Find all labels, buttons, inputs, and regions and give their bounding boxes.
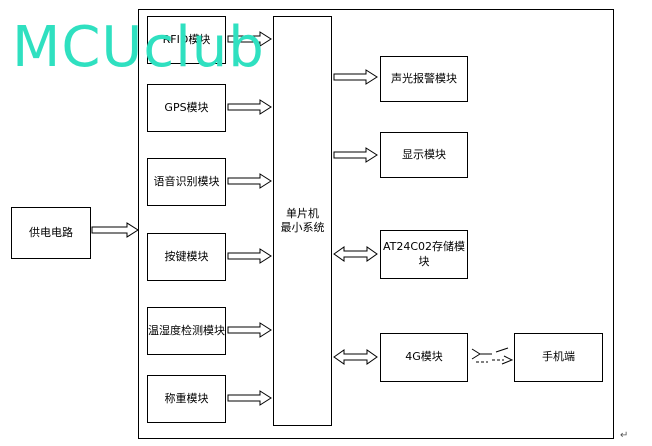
temp-humidity-module-box: 温湿度检测模块 (147, 307, 226, 355)
key-module-label: 按键模块 (164, 249, 209, 263)
weighing-module-label: 称重模块 (164, 391, 209, 405)
arrow-mcu-storage-bidirectional (333, 246, 378, 262)
voice-recognition-module-label: 语音识别模块 (153, 174, 220, 188)
key-module-box: 按键模块 (147, 233, 226, 281)
arrow-voice-to-mcu (227, 173, 272, 189)
arrow-mcu-4g-bidirectional (333, 349, 378, 365)
display-module-box: 显示模块 (380, 132, 468, 178)
power-supply-box: 供电电路 (11, 207, 91, 259)
rfid-module-box: RFID模块 (147, 16, 226, 64)
storage-module-box: AT24C02存储模块 (380, 230, 468, 279)
arrow-weigh-to-mcu (227, 390, 272, 406)
wireless-link-lower (501, 355, 514, 365)
alarm-module-box: 声光报警模块 (380, 56, 468, 102)
system-frame (138, 9, 614, 439)
rfid-module-label: RFID模块 (162, 32, 211, 46)
arrow-gps-to-mcu (227, 99, 272, 115)
arrow-power-to-system (91, 222, 139, 238)
phone-label: 手机端 (542, 350, 575, 364)
alarm-module-label: 声光报警模块 (391, 71, 457, 85)
arrow-key-to-mcu (227, 248, 272, 264)
display-module-label: 显示模块 (402, 147, 446, 161)
arrow-temp-to-mcu (227, 322, 272, 338)
paragraph-mark: ↵ (620, 430, 629, 441)
mcu-core-line1: 单片机 (286, 206, 319, 220)
weighing-module-box: 称重模块 (147, 375, 226, 423)
4g-module-box: 4G模块 (380, 333, 468, 382)
gps-module-label: GPS模块 (164, 100, 209, 114)
wireless-link-dash-2 (495, 347, 509, 353)
phone-box: 手机端 (514, 333, 603, 382)
mcu-core-box: 单片机 最小系统 (273, 16, 332, 426)
wireless-link-upper (471, 348, 481, 360)
temp-humidity-module-label: 温湿度检测模块 (148, 323, 225, 337)
storage-module-label: AT24C02存储模块 (382, 240, 466, 268)
voice-recognition-module-box: 语音识别模块 (147, 158, 226, 206)
arrow-rfid-to-mcu (227, 31, 272, 47)
gps-module-box: GPS模块 (147, 84, 226, 132)
mcu-core-line2: 最小系统 (280, 221, 325, 234)
4g-module-label: 4G模块 (405, 350, 443, 364)
mcuclub-watermark: MCUclub (12, 15, 265, 80)
power-supply-label: 供电电路 (29, 225, 73, 239)
arrow-mcu-to-alarm (333, 69, 378, 85)
arrow-mcu-to-display (333, 147, 378, 163)
